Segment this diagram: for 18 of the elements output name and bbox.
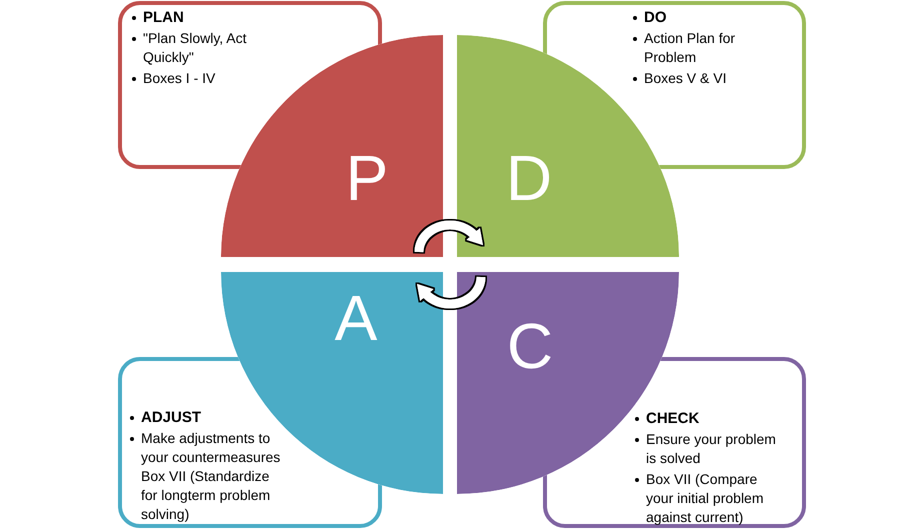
bullet-text: Boxes V & VI xyxy=(632,69,726,88)
pie-quadrant xyxy=(221,35,443,257)
bullet-text: "Plan Slowly, Act Quickly" xyxy=(131,29,280,67)
bullet-heading: PLAN xyxy=(131,8,184,27)
bullet-heading: CHECK xyxy=(634,409,700,428)
bullet-text: Ensure your problem is solved xyxy=(634,430,784,468)
bullet-text: Boxes I - IV xyxy=(131,69,216,88)
bullet-heading: ADJUST xyxy=(129,408,202,427)
curved-arrow xyxy=(414,220,484,254)
bullet-text: Action Plan for Problem xyxy=(632,29,771,67)
bullet-text: Make adjustments to your countermeasures Box VII (Standardize for longterm problem solving) xyxy=(129,429,285,524)
quadrant-letter: P xyxy=(346,146,388,210)
quadrant-letter: A xyxy=(334,286,378,350)
quadrant-letter: D xyxy=(506,146,552,210)
quadrant-letter: C xyxy=(506,314,554,378)
bullet-text: Box VII (Compare your initial problem against current) xyxy=(634,470,784,527)
curved-arrow xyxy=(416,275,486,308)
bullet-heading: DO xyxy=(632,8,666,27)
